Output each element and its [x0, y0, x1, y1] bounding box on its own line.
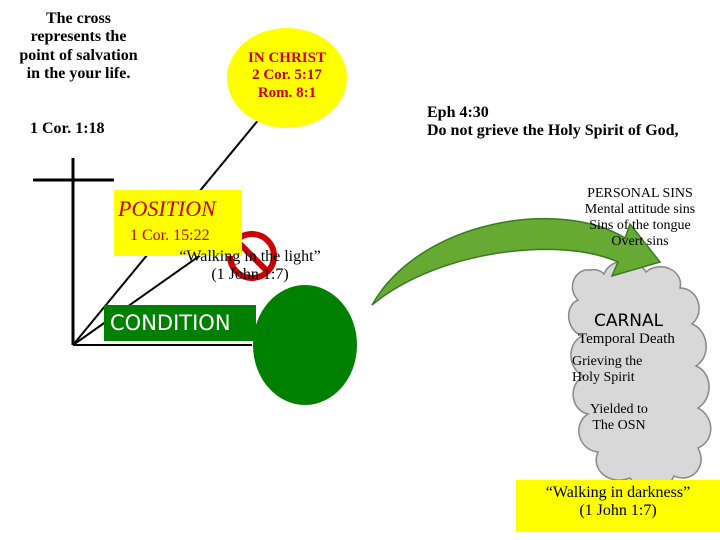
cross-note-line-2: represents the: [30, 28, 127, 46]
carnal-yielded: Yielded to The OSN: [590, 402, 648, 434]
condition-label: CONDITION: [110, 311, 231, 335]
cross-note-line-1: The cross: [45, 10, 112, 27]
personal-sins-item: Sins of the tongue: [589, 218, 691, 234]
cross-note: The cross represents the point of salvat…: [6, 10, 151, 84]
carnal-title: CARNAL: [594, 311, 664, 331]
walking-light-quote: “Walking in the light”: [179, 248, 321, 265]
walking-light-label: “Walking in the light” (1 John 1:7): [160, 248, 340, 285]
carnal-temporal-death: Temporal Death: [578, 331, 675, 347]
carnal-yielded-line-1: Yielded to: [590, 402, 648, 417]
condition-box: [104, 305, 256, 341]
no-symbol-icon: [227, 231, 277, 281]
transfer-arrow: [371, 217, 662, 306]
carnal-cloud: [568, 260, 712, 490]
diagonal-lower: [72, 251, 206, 346]
personal-sins-list: PERSONAL SINS Mental attitude sins Sins …: [560, 186, 720, 250]
walking-dark-box: [516, 480, 720, 532]
in-christ-circle: [227, 28, 347, 128]
position-reference: 1 Cor. 15:22: [130, 227, 210, 244]
eph-verse: Eph 4:30 Do not grieve the Holy Spirit o…: [427, 104, 679, 141]
cross-note-line-3: point of salvation: [19, 46, 138, 64]
in-christ-label: IN CHRIST 2 Cor. 5:17 Rom. 8:1: [228, 32, 346, 124]
in-christ-ref-1: 2 Cor. 5:17: [252, 67, 322, 84]
in-christ-ref-2: Rom. 8:1: [257, 84, 317, 101]
personal-sins-item: Mental attitude sins: [584, 202, 696, 218]
cross-note-line-4: in the your life.: [26, 65, 131, 83]
carnal-grieving: Grieving the Holy Spirit: [572, 354, 642, 386]
personal-sins-title: PERSONAL SINS: [587, 186, 693, 201]
condition-circle: [253, 285, 357, 405]
carnal-grieving-line-1: Grieving the: [572, 354, 643, 369]
walking-dark-label: “Walking in darkness” (1 John 1:7): [518, 484, 718, 521]
cross-reference: 1 Cor. 1:18: [30, 120, 105, 137]
walking-light-ref: (1 John 1:7): [211, 266, 289, 284]
carnal-yielded-line-2: The OSN: [592, 418, 646, 434]
position-box: [114, 190, 242, 256]
walking-dark-quote: “Walking in darkness”: [545, 484, 691, 501]
in-christ-title: IN CHRIST: [248, 50, 326, 66]
eph-quote: Do not grieve the Holy Spirit of God,: [427, 122, 679, 140]
walking-dark-ref: (1 John 1:7): [579, 502, 657, 520]
position-title: POSITION: [118, 196, 216, 221]
carnal-grieving-line-2: Holy Spirit: [572, 370, 635, 386]
eph-ref: Eph 4:30: [427, 104, 489, 121]
personal-sins-item: Overt sins: [611, 234, 669, 250]
